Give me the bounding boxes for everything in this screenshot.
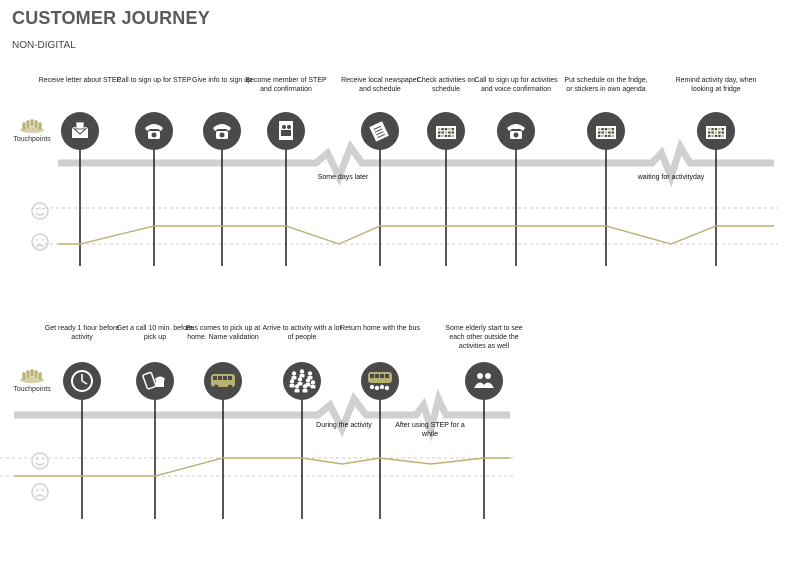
journey-row-2 xyxy=(0,362,514,519)
emotion-curve xyxy=(14,457,510,477)
clock-icon xyxy=(63,362,101,400)
sad-face-icon xyxy=(31,483,49,501)
emotion-curve xyxy=(58,225,774,245)
schedule-icon xyxy=(697,112,735,150)
step-label: Check activities on schedule xyxy=(416,77,476,93)
step-label: Call to sign up for STEP xyxy=(116,77,192,84)
step-label: Call to sign up for activities and voice… xyxy=(474,77,558,93)
touchpoints-icon xyxy=(20,369,44,383)
step-label: Receive local newspaper and schedule xyxy=(341,77,419,93)
break-note: During the activity xyxy=(316,422,372,429)
step-label: Get a call 10 min. before pick up xyxy=(116,325,194,341)
group-icon xyxy=(465,362,503,400)
touchpoints-label: Touchpoints xyxy=(13,386,51,393)
touchpoints-label: Touchpoints xyxy=(13,136,51,143)
step-label: Bus comes to pick up at home. Name valid… xyxy=(185,325,261,341)
step-label: Receive letter about STEP xyxy=(38,77,122,84)
timeline-band xyxy=(58,138,774,188)
bus-icon xyxy=(204,362,242,400)
touchpoints-icon xyxy=(20,119,44,133)
crowd-icon xyxy=(283,362,321,400)
break-note: waiting for activityday xyxy=(637,174,705,181)
step-label: Get ready 1 hour before activity xyxy=(44,325,120,341)
phone-icon xyxy=(135,112,173,150)
step-label: Become member of STEP and confirmation xyxy=(245,77,327,93)
bus-crowd-icon xyxy=(361,362,399,400)
membership-card-icon xyxy=(267,112,305,150)
journey-row-1 xyxy=(32,112,778,266)
break-note: After using STEP for a while xyxy=(395,422,465,438)
envelope-icon xyxy=(61,112,99,150)
step-label: Some elderly start to see each other out… xyxy=(445,325,523,350)
step-label: Remind activity day, when looking at fri… xyxy=(675,77,757,93)
schedule-icon xyxy=(587,112,625,150)
page-title: CUSTOMER JOURNEY xyxy=(12,8,210,28)
happy-face-icon xyxy=(31,202,49,220)
step-label: Arrive to activity with a lot of people xyxy=(262,325,342,341)
break-note: Some days later xyxy=(317,174,369,181)
mobile-phone-icon xyxy=(136,362,174,400)
step-label: Put schedule on the fridge, or stickers … xyxy=(564,77,648,93)
step-label: Give info to sign up xyxy=(192,77,252,84)
phone-icon xyxy=(203,112,241,150)
step-label: Return home with the bus xyxy=(340,325,420,332)
page-subtitle: NON-DIGITAL xyxy=(12,40,76,51)
timeline-band xyxy=(14,388,510,442)
phone-icon xyxy=(497,112,535,150)
newspaper-icon xyxy=(361,112,399,150)
schedule-icon xyxy=(427,112,465,150)
happy-face-icon xyxy=(31,452,49,470)
sad-face-icon xyxy=(31,233,49,251)
